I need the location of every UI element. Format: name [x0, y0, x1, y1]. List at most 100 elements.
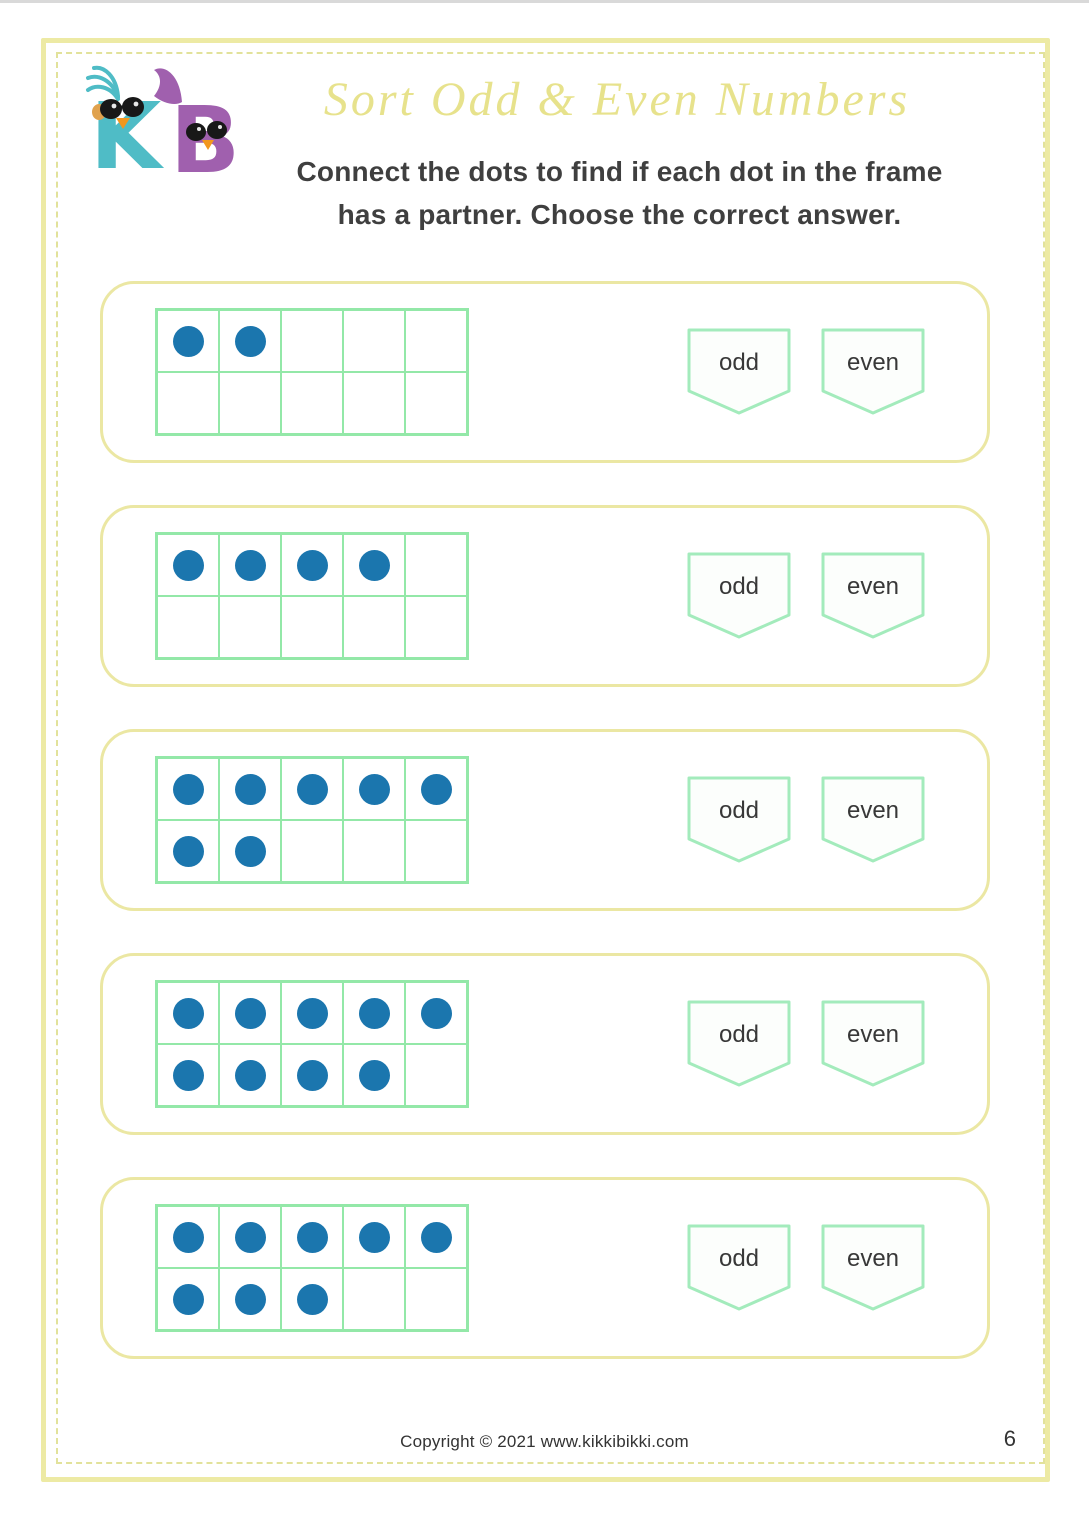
dot	[358, 1059, 390, 1091]
worksheet-card: odd even	[100, 505, 990, 687]
pocket-even-shape	[821, 776, 925, 863]
dot	[234, 997, 266, 1029]
pocket-odd[interactable]: odd	[687, 1224, 791, 1312]
ten-frame-cell	[281, 1206, 343, 1268]
answer-pockets: odd even	[687, 328, 925, 416]
instructions-line-1: Connect the dots to find if each dot in …	[296, 156, 943, 187]
ten-frame-cell	[157, 1206, 219, 1268]
screen-top-edge	[0, 0, 1089, 3]
instructions-line-2: has a partner. Choose the correct answer…	[337, 199, 902, 230]
dot	[358, 1221, 390, 1253]
ten-frame-cell	[281, 982, 343, 1044]
ten-frame-cell	[157, 1044, 219, 1106]
ten-frame-cell	[219, 1268, 281, 1330]
ten-frame-cell	[405, 1268, 467, 1330]
pocket-even[interactable]: even	[821, 1000, 925, 1088]
worksheet-card: odd even	[100, 729, 990, 911]
ten-frame-cell	[219, 820, 281, 882]
dot	[234, 835, 266, 867]
pocket-even-shape	[821, 328, 925, 415]
pocket-even-shape	[821, 552, 925, 639]
ten-frame-cell	[281, 310, 343, 372]
dot	[234, 325, 266, 357]
answer-pockets: odd even	[687, 1000, 925, 1088]
dot	[172, 549, 204, 581]
ten-frame-cell	[343, 758, 405, 820]
ten-frame-cell	[343, 1206, 405, 1268]
dot	[172, 835, 204, 867]
pocket-odd-shape	[687, 328, 791, 415]
ten-frame-cell	[343, 596, 405, 658]
dot	[172, 1059, 204, 1091]
dot	[296, 773, 328, 805]
ten-frame-cell	[219, 758, 281, 820]
ten-frame-cell	[281, 372, 343, 434]
worksheet-card: odd even	[100, 1177, 990, 1359]
ten-frame-cell	[157, 758, 219, 820]
b-eyes-icon	[186, 121, 227, 141]
pocket-odd[interactable]: odd	[687, 328, 791, 416]
answer-pockets: odd even	[687, 552, 925, 640]
page-number: 6	[1003, 1426, 1016, 1451]
inner-dashed-border	[56, 52, 1045, 1464]
pocket-odd-label: odd	[718, 573, 760, 600]
ten-frame-cell	[405, 1206, 467, 1268]
answer-pockets: odd even	[687, 1224, 925, 1312]
ten-frame-cell	[343, 820, 405, 882]
ten-frame	[155, 308, 469, 436]
ten-frame-cell	[281, 534, 343, 596]
ten-frame-cell	[343, 534, 405, 596]
ten-frame-cell	[343, 310, 405, 372]
pocket-odd-shape	[687, 1000, 791, 1087]
ten-frame	[155, 756, 469, 884]
pocket-even[interactable]: even	[821, 776, 925, 864]
pocket-odd-shape	[687, 552, 791, 639]
pocket-even-label: even	[846, 1245, 900, 1272]
pocket-even-shape	[821, 1224, 925, 1311]
copyright: Copyright © 2021 www.kikkibikki.com	[400, 1432, 689, 1451]
ten-frame-cell	[405, 1044, 467, 1106]
ten-frame-cell	[405, 596, 467, 658]
b-crest-icon	[154, 68, 182, 104]
ten-frame	[155, 1204, 469, 1332]
k-beak-icon	[116, 118, 130, 129]
ten-frame-cell	[343, 1044, 405, 1106]
ten-frame-cell	[405, 310, 467, 372]
dot	[296, 1059, 328, 1091]
k-sunglasses-icon	[100, 97, 144, 119]
dot	[172, 1283, 204, 1315]
answer-pockets: odd even	[687, 776, 925, 864]
pocket-odd[interactable]: odd	[687, 552, 791, 640]
page-title: Sort Odd & Even Numbers	[323, 73, 911, 126]
ten-frame-cell	[343, 1268, 405, 1330]
ten-frame-cell	[157, 1268, 219, 1330]
ten-frame	[155, 980, 469, 1108]
ten-frame-cell	[157, 820, 219, 882]
dot	[296, 1283, 328, 1315]
pocket-odd[interactable]: odd	[687, 776, 791, 864]
pocket-even[interactable]: even	[821, 1224, 925, 1312]
pocket-odd-label: odd	[718, 349, 760, 376]
ten-frame-cell	[405, 534, 467, 596]
dot	[234, 1283, 266, 1315]
ten-frame-cell	[219, 310, 281, 372]
ten-frame	[155, 532, 469, 660]
ten-frame-cell	[157, 372, 219, 434]
pocket-odd-label: odd	[718, 797, 760, 824]
pocket-odd-shape	[687, 1224, 791, 1311]
dot	[296, 549, 328, 581]
pocket-even-label: even	[846, 349, 900, 376]
dot	[420, 997, 452, 1029]
dot	[234, 1221, 266, 1253]
pocket-odd-label: odd	[718, 1021, 760, 1048]
b-beak-icon	[202, 140, 214, 150]
ten-frame-cell	[405, 758, 467, 820]
pocket-odd[interactable]: odd	[687, 1000, 791, 1088]
ten-frame-cell	[219, 1206, 281, 1268]
pocket-even-label: even	[846, 1021, 900, 1048]
dot	[234, 1059, 266, 1091]
ten-frame-cell	[157, 310, 219, 372]
pocket-even[interactable]: even	[821, 328, 925, 416]
pocket-even[interactable]: even	[821, 552, 925, 640]
ten-frame-cell	[281, 758, 343, 820]
